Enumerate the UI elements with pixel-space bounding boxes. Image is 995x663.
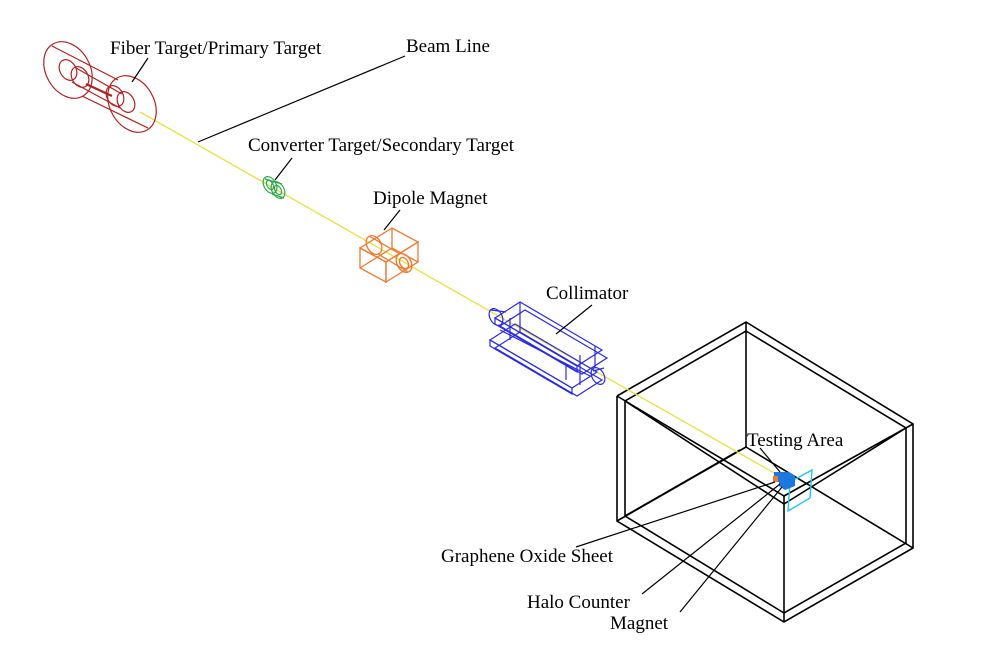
label-dipole-magnet: Dipole Magnet — [373, 188, 488, 209]
beam-line — [139, 111, 791, 483]
leader-lines — [131, 55, 783, 613]
graphene-oxide-sheet — [787, 468, 813, 513]
label-graphene-oxide-sheet: Graphene Oxide Sheet — [441, 546, 614, 567]
converter-target — [262, 176, 286, 199]
test-room-enclosure — [616, 321, 914, 623]
label-converter-target: Converter Target/Secondary Target — [248, 135, 515, 156]
fiber-target — [43, 41, 157, 133]
magnet-core — [773, 476, 778, 482]
diagram-labels: Fiber Target/Primary Target Beam Line Co… — [110, 36, 844, 634]
collimator — [488, 301, 609, 397]
label-collimator: Collimator — [546, 283, 629, 304]
label-beam-line: Beam Line — [406, 36, 490, 57]
label-halo-counter: Halo Counter — [527, 592, 631, 613]
label-testing-area: Testing Area — [747, 430, 844, 451]
testing-area-devices — [773, 468, 813, 513]
dipole-magnet — [358, 227, 420, 284]
label-fiber-target: Fiber Target/Primary Target — [110, 38, 322, 59]
magnet-device — [779, 472, 795, 490]
label-magnet: Magnet — [610, 613, 669, 634]
